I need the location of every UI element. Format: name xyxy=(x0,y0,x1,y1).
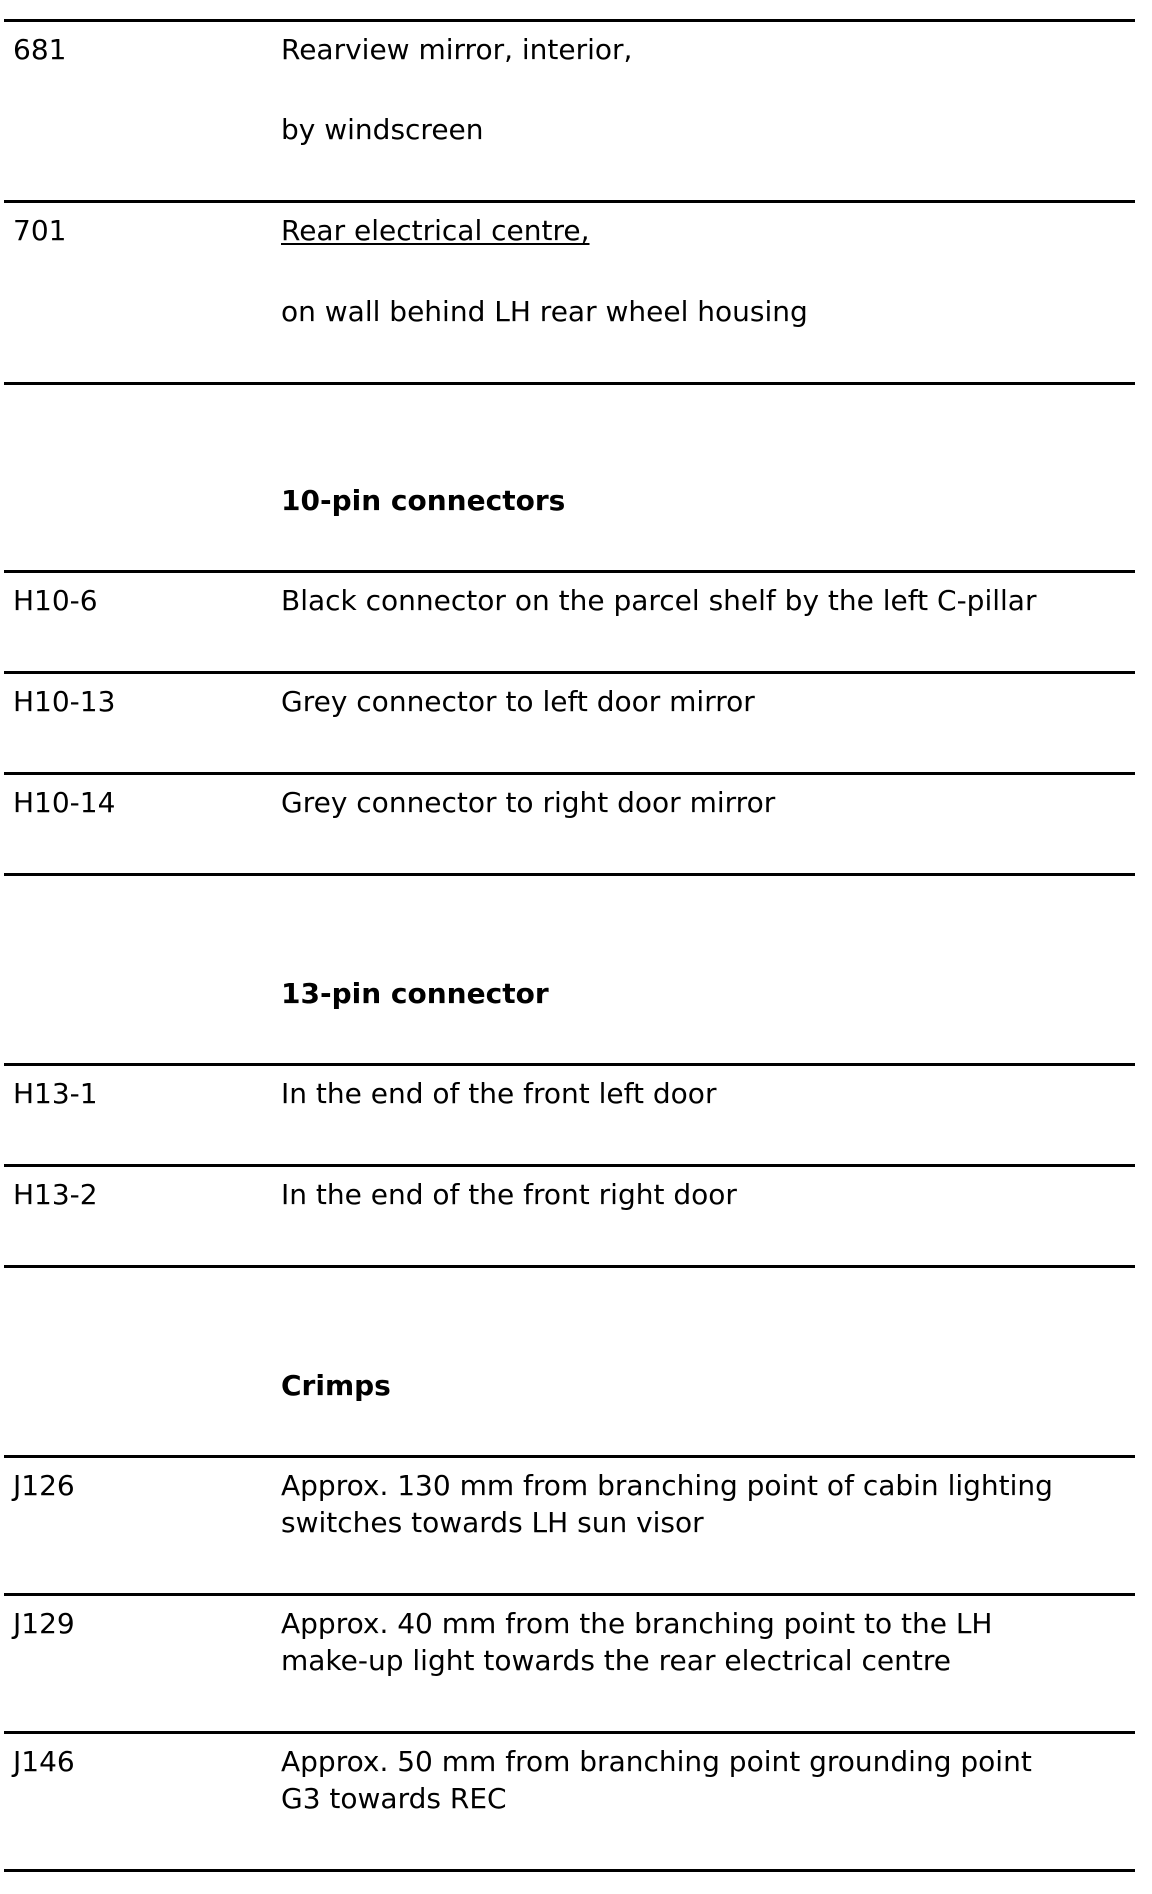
table-rule xyxy=(4,19,1135,22)
connector-location: In the end of the front left door xyxy=(281,1077,717,1110)
crimp-code: J126 xyxy=(13,1469,75,1502)
connector-location: Grey connector to right door mirror xyxy=(281,786,776,819)
crimp-location-cont: switches towards LH sun visor xyxy=(281,1506,704,1539)
table-rule xyxy=(4,200,1135,203)
table-rule xyxy=(4,1265,1135,1268)
connector-location: Black connector on the parcel shelf by t… xyxy=(281,584,1037,617)
connector-location: In the end of the front right door xyxy=(281,1178,737,1211)
crimp-location-cont: make-up light towards the rear electrica… xyxy=(281,1644,951,1677)
table-rule xyxy=(4,382,1135,385)
crimp-location: Approx. 130 mm from branching point of c… xyxy=(281,1469,1053,1502)
crimp-location: Approx. 40 mm from the branching point t… xyxy=(281,1607,993,1640)
table-rule xyxy=(4,1063,1135,1066)
section-heading-crimps: Crimps xyxy=(281,1369,391,1402)
component-location: Rearview mirror, interior, xyxy=(281,33,633,66)
component-location-detail: on wall behind LH rear wheel housing xyxy=(281,295,808,328)
connector-code: H10-14 xyxy=(13,786,116,819)
table-rule xyxy=(4,772,1135,775)
table-rule xyxy=(4,873,1135,876)
table-rule xyxy=(4,671,1135,674)
component-location-link[interactable]: Rear electrical centre, xyxy=(281,214,590,247)
section-heading-10-pin: 10-pin connectors xyxy=(281,484,566,517)
connector-code: H13-1 xyxy=(13,1077,98,1110)
component-location-detail: by windscreen xyxy=(281,113,484,146)
crimp-location: Approx. 50 mm from branching point groun… xyxy=(281,1745,1032,1778)
table-rule xyxy=(4,1869,1135,1872)
crimp-code: J129 xyxy=(13,1607,75,1640)
connector-location: Grey connector to left door mirror xyxy=(281,685,755,718)
component-code: 701 xyxy=(13,214,67,247)
component-code: 681 xyxy=(13,33,67,66)
connector-code: H10-6 xyxy=(13,584,98,617)
table-rule xyxy=(4,1731,1135,1734)
table-rule xyxy=(4,1164,1135,1167)
connector-code: H13-2 xyxy=(13,1178,98,1211)
connector-code: H10-13 xyxy=(13,685,116,718)
table-rule xyxy=(4,1593,1135,1596)
table-rule xyxy=(4,570,1135,573)
crimp-code: J146 xyxy=(13,1745,75,1778)
table-rule xyxy=(4,1455,1135,1458)
section-heading-13-pin: 13-pin connector xyxy=(281,977,549,1010)
crimp-location-cont: G3 towards REC xyxy=(281,1782,507,1815)
